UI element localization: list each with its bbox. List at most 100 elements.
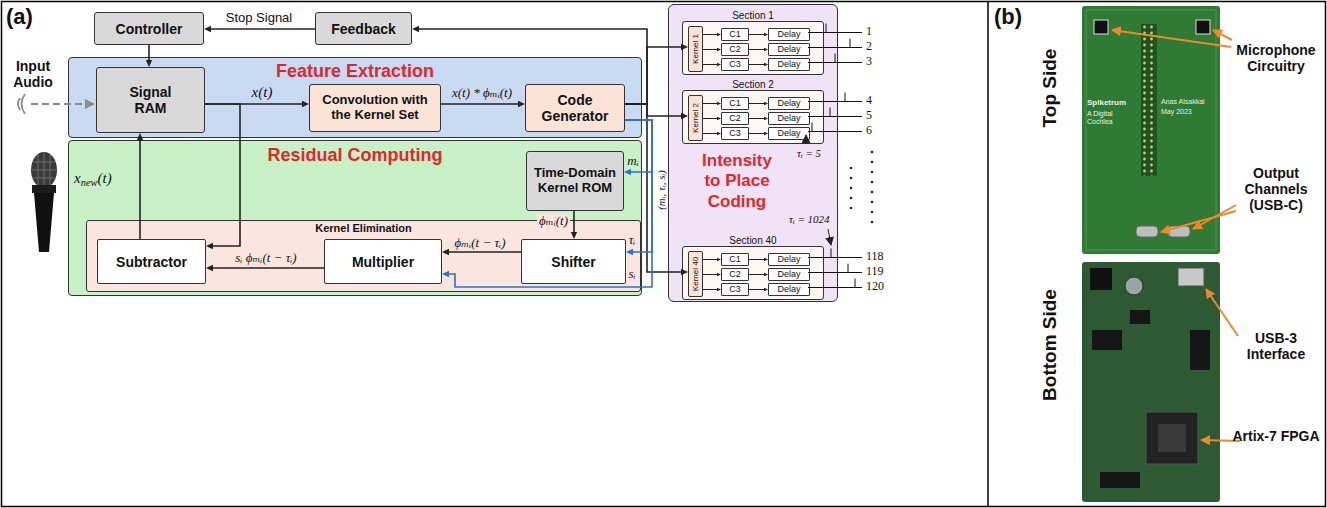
board-photo-bottom xyxy=(1090,268,1112,290)
node-label: Kernel 1 xyxy=(691,34,700,64)
section-box: Section 1Kernel 1C1DelayC2DelayC3Delay xyxy=(682,21,824,75)
board-photo-top xyxy=(1094,20,1108,34)
node-label: Delay xyxy=(771,255,807,265)
node-label: Time-Domain Kernel ROM xyxy=(529,166,621,196)
annotation-label: 4 xyxy=(866,94,872,108)
node-label: Multiplier xyxy=(327,253,439,269)
board-photo-bottom xyxy=(1082,262,1220,502)
board-photo-top xyxy=(1086,10,1216,250)
ellipsis-dots xyxy=(871,171,874,174)
annotation-label: 6 xyxy=(866,124,872,138)
edge-label: ϕₘᵢ(t − τᵢ) xyxy=(454,236,505,251)
microphone-icon xyxy=(31,152,57,188)
arrowhead xyxy=(204,26,211,32)
node-label: Shifter xyxy=(524,253,623,269)
node-label: Kernel 2 xyxy=(691,103,700,133)
board-photo-top xyxy=(1196,20,1210,34)
ellipsis-dots xyxy=(850,187,853,190)
ellipsis-dots xyxy=(871,151,874,154)
node-label: Delay xyxy=(771,114,807,124)
board-photo-bottom xyxy=(1190,330,1210,370)
annotation-label: 5 xyxy=(866,109,872,123)
delay-box: Delay xyxy=(768,127,810,140)
delay-box: Delay xyxy=(768,43,810,56)
kernel-box: Kernel 40 xyxy=(688,251,703,297)
edge-label: Stop Signal xyxy=(226,11,293,26)
audio-input-arrow xyxy=(18,94,25,114)
callout-arrow xyxy=(1112,30,1231,47)
delay-box: Delay xyxy=(768,28,810,41)
node-label: Delay xyxy=(771,30,807,40)
node-label: Delay xyxy=(771,99,807,109)
board-photo-top xyxy=(1141,24,1157,176)
annotation-label: A Digital Cochlea xyxy=(1087,110,1137,126)
delay-box: Delay xyxy=(768,283,810,296)
node-label: C2 xyxy=(724,270,746,280)
heading: Residual Computing xyxy=(69,145,641,166)
arrowhead xyxy=(412,26,419,32)
annotation-label: 1 xyxy=(866,25,872,39)
callout-arrow xyxy=(1193,205,1236,229)
ellipsis-dots xyxy=(871,191,874,194)
board-photo-top xyxy=(1141,24,1157,176)
callout-arrow xyxy=(1161,211,1236,232)
board-photo-top xyxy=(1136,226,1158,237)
node-label: Subtractor xyxy=(100,253,203,269)
connector-line xyxy=(211,28,315,30)
annotation-label: Top Side xyxy=(1039,49,1061,128)
ellipsis-dots xyxy=(871,201,874,204)
node-label: C1 xyxy=(724,255,746,265)
ellipsis-dots xyxy=(871,221,874,224)
board-photo-bottom xyxy=(1130,310,1150,324)
node-label: Feedback xyxy=(318,20,409,36)
node-label: C3 xyxy=(724,285,746,295)
annotation-label: Input Audio xyxy=(2,58,64,90)
delay-box: Delay xyxy=(768,268,810,281)
channel-box: C1 xyxy=(721,253,749,266)
callout-arrow xyxy=(1112,30,1240,441)
channel-box: C3 xyxy=(721,127,749,140)
ellipsis-dots xyxy=(850,177,853,180)
annotation-label: 2 xyxy=(866,40,872,54)
edge-label: sᵢ ϕₘᵢ(t − τᵢ) xyxy=(235,251,296,266)
node-label: C3 xyxy=(724,129,746,139)
annotation-label: (mᵢ, τᵢ, sᵢ) xyxy=(656,170,667,210)
edge-label: ϕₘᵢ(t) xyxy=(537,214,570,229)
node-label: C1 xyxy=(724,99,746,109)
microphone-icon xyxy=(32,152,56,188)
ellipsis-dots xyxy=(871,211,874,214)
edge-label: x(t) * ϕₘᵢ(t) xyxy=(452,86,512,101)
feedback-box: Feedback xyxy=(315,12,412,45)
channel-box: C1 xyxy=(721,97,749,110)
ellipsis-dots xyxy=(850,197,853,200)
board-photo-bottom xyxy=(1092,330,1122,350)
node-label: Delay xyxy=(771,129,807,139)
control-box: Controller xyxy=(94,12,204,45)
annotation-label: Output Channels (USB-C) xyxy=(1229,165,1323,213)
edge-label: sᵢ xyxy=(628,267,635,282)
channel-box: C2 xyxy=(721,43,749,56)
board-photo-bottom xyxy=(1082,262,1220,502)
callout-arrow xyxy=(1213,30,1232,40)
channel-box: C2 xyxy=(721,268,749,281)
section-box: Section 40Kernel 40C1DelayC2DelayC3Delay xyxy=(682,246,824,300)
node-label: Convolution with the Kernel Set xyxy=(312,93,438,123)
annotation-label: (b) xyxy=(994,4,1022,29)
annotation-label: Artix-7 FPGA xyxy=(1229,428,1323,444)
channel-box: C2 xyxy=(721,112,749,125)
board-photo-top xyxy=(1082,6,1220,254)
board-photo-bottom xyxy=(1158,424,1186,452)
node-label: Delay xyxy=(771,45,807,55)
microphone-icon xyxy=(32,185,56,193)
annotation-label: Bottom Side xyxy=(1039,289,1061,401)
board-photo-bottom xyxy=(1125,277,1143,295)
board-photo-top xyxy=(1082,6,1220,254)
subscript: new xyxy=(81,177,98,188)
node-label: Delay xyxy=(771,285,807,295)
node-label: Kernel 40 xyxy=(691,257,700,291)
annotation-label: 119 xyxy=(866,265,884,279)
board-photo-bottom xyxy=(1146,412,1198,464)
